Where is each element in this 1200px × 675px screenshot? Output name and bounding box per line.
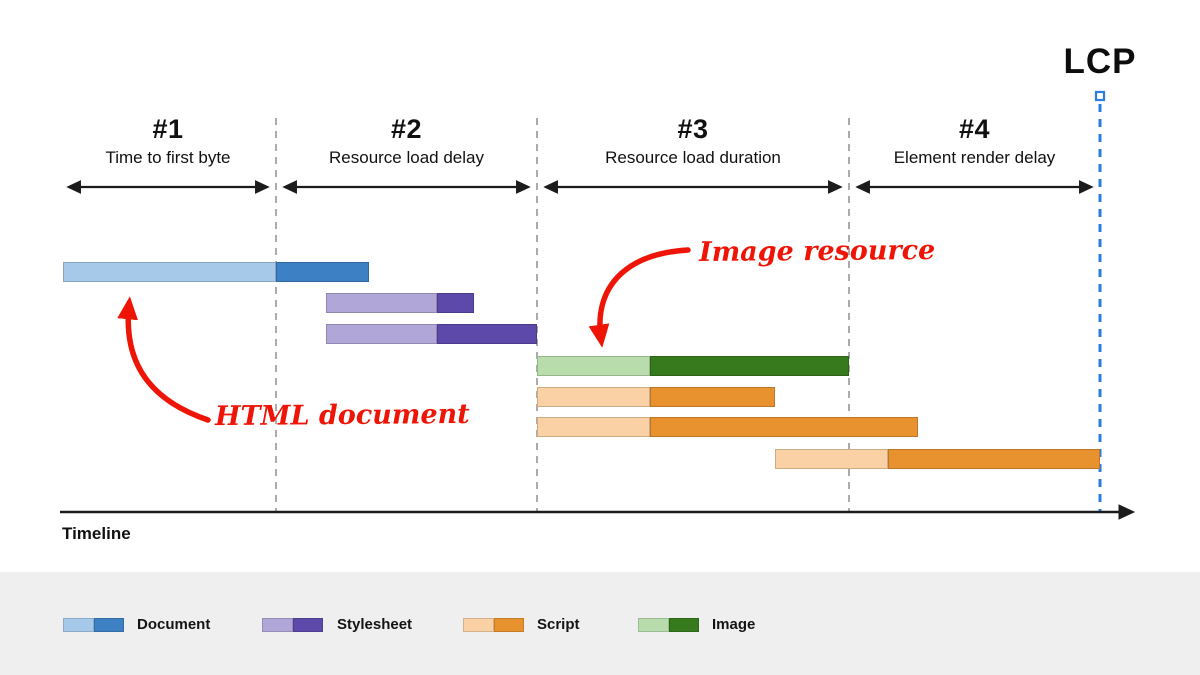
lcp-marker-line — [1094, 90, 1106, 512]
script-bar-dark-segment — [888, 449, 1100, 469]
script-bar-light-segment — [537, 387, 650, 407]
document-bar-dark-segment — [276, 262, 369, 282]
phase-number: #3 — [677, 114, 709, 144]
phase-number: #4 — [958, 114, 991, 144]
document-bar-light-segment — [63, 262, 276, 282]
stylesheet-bar — [326, 324, 537, 344]
phase-label: Resource load delay — [329, 148, 484, 167]
phase-number: #2 — [390, 114, 423, 144]
legend-label: Stylesheet — [337, 616, 413, 633]
legend-swatch-dark — [292, 618, 323, 632]
annotation-html-document: HTML document — [214, 398, 470, 433]
phase-boundary-dashed-lines — [275, 118, 850, 512]
legend-swatch-image — [638, 618, 699, 632]
phase-label: Element render delay — [893, 148, 1056, 167]
annotation-image-resource: Image resource — [698, 234, 936, 269]
image-bar-dark-segment — [650, 356, 849, 376]
image-bar — [537, 356, 849, 376]
legend-swatch-light — [463, 618, 494, 632]
legend-swatch-stylesheet — [262, 618, 323, 632]
legend-swatch-light — [638, 618, 669, 632]
legend-label: Image — [712, 616, 756, 633]
stylesheet-bar-light-segment — [326, 324, 437, 344]
phase-label: Time to first byte — [105, 148, 231, 167]
legend-swatch-script — [463, 618, 524, 632]
annotation-arrows — [117, 247, 691, 423]
legend-swatch-dark — [493, 618, 524, 632]
stylesheet-bar-dark-segment — [437, 293, 474, 313]
timeline-axis-label: Timeline — [62, 524, 131, 543]
phase-label: Resource load duration — [605, 148, 781, 167]
document-bar — [63, 262, 369, 282]
script-bar-dark-segment — [650, 417, 918, 437]
legend-swatch-light — [63, 618, 94, 632]
legend-swatch-light — [262, 618, 293, 632]
lcp-label: LCP — [1063, 42, 1137, 81]
script-bar-light-segment — [775, 449, 888, 469]
legend-label: Script — [537, 616, 580, 633]
legend-label: Document — [137, 616, 211, 633]
script-bar — [537, 417, 918, 437]
legend-band — [0, 572, 1200, 675]
stylesheet-bar-dark-segment — [437, 324, 537, 344]
stylesheet-bar-light-segment — [326, 293, 437, 313]
stylesheet-bar — [326, 293, 474, 313]
image-bar-light-segment — [537, 356, 650, 376]
script-bar-dark-segment — [650, 387, 775, 407]
legend-swatch-dark — [93, 618, 124, 632]
script-bar-light-segment — [537, 417, 650, 437]
phase-number: #1 — [152, 114, 184, 144]
legend-swatch-dark — [668, 618, 699, 632]
script-bar — [537, 387, 775, 407]
legend-swatch-document — [63, 618, 124, 632]
script-bar — [775, 449, 1100, 469]
